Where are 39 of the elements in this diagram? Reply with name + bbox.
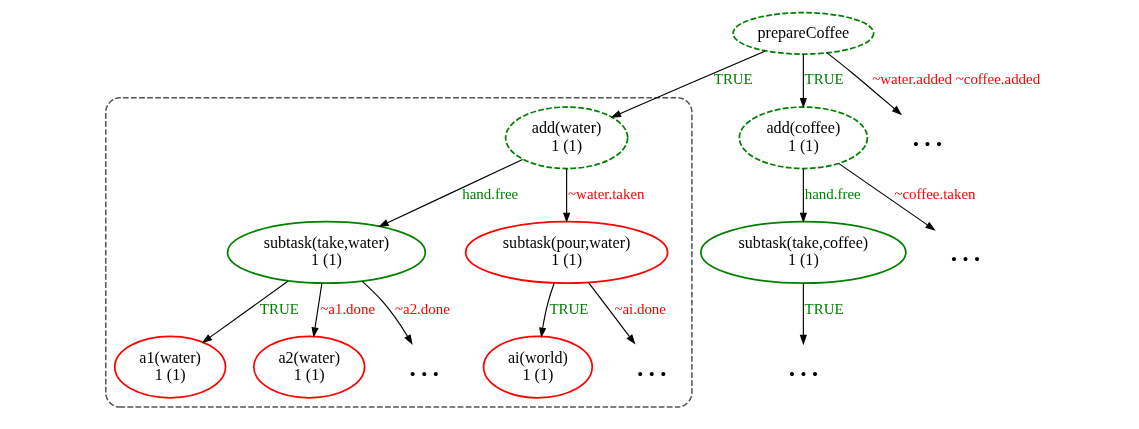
node-text: … xyxy=(406,344,442,383)
edge-label: TRUE xyxy=(259,300,299,317)
edge-label: hand.free xyxy=(804,186,861,203)
node-ellipse: add(coffee) 1 (1) xyxy=(738,106,869,170)
arrow xyxy=(799,168,807,224)
node-ellipse: add(water) 1 (1) xyxy=(504,106,629,170)
arrow xyxy=(311,282,323,338)
edge-label: ~a2.done xyxy=(394,300,450,317)
node-text: … xyxy=(786,344,821,383)
edge-label: ~ai.done xyxy=(614,300,666,317)
edge-label: TRUE xyxy=(804,71,844,88)
node-text: … xyxy=(910,115,945,154)
edge-label: hand.free xyxy=(462,186,519,203)
node-ellipse: subtask(pour,water) 1 (1) xyxy=(464,220,669,284)
arrow xyxy=(838,163,936,231)
arrow xyxy=(610,50,766,118)
node-ellipse: subtask(take,coffee) 1 (1) xyxy=(700,220,907,284)
arrow xyxy=(826,52,903,116)
arrow xyxy=(361,280,413,345)
edge-label: TRUE xyxy=(804,300,844,317)
node-text: … xyxy=(634,344,669,383)
node-ellipse: ai(world) 1 (1) xyxy=(482,335,594,399)
edge-label: TRUE xyxy=(713,71,753,88)
arrow xyxy=(201,280,289,344)
edge-label: ~coffee.taken xyxy=(894,186,976,203)
node-ellipse: prepareCoffee xyxy=(732,11,875,55)
arrow xyxy=(799,53,807,109)
arrow xyxy=(378,159,524,228)
arrow xyxy=(539,282,555,338)
edge-label: ~water.added ~coffee.added xyxy=(872,71,1041,88)
arrow xyxy=(563,168,571,224)
arrow xyxy=(799,282,807,346)
node-ellipse: a2(water) 1 (1) xyxy=(253,335,366,399)
edge-label: ~water.taken xyxy=(568,186,645,203)
edge-label: TRUE xyxy=(549,300,589,317)
edge-label: ~a1.done xyxy=(320,300,376,317)
arrow xyxy=(588,282,636,345)
node-text: … xyxy=(948,230,983,269)
cluster xyxy=(105,97,693,408)
